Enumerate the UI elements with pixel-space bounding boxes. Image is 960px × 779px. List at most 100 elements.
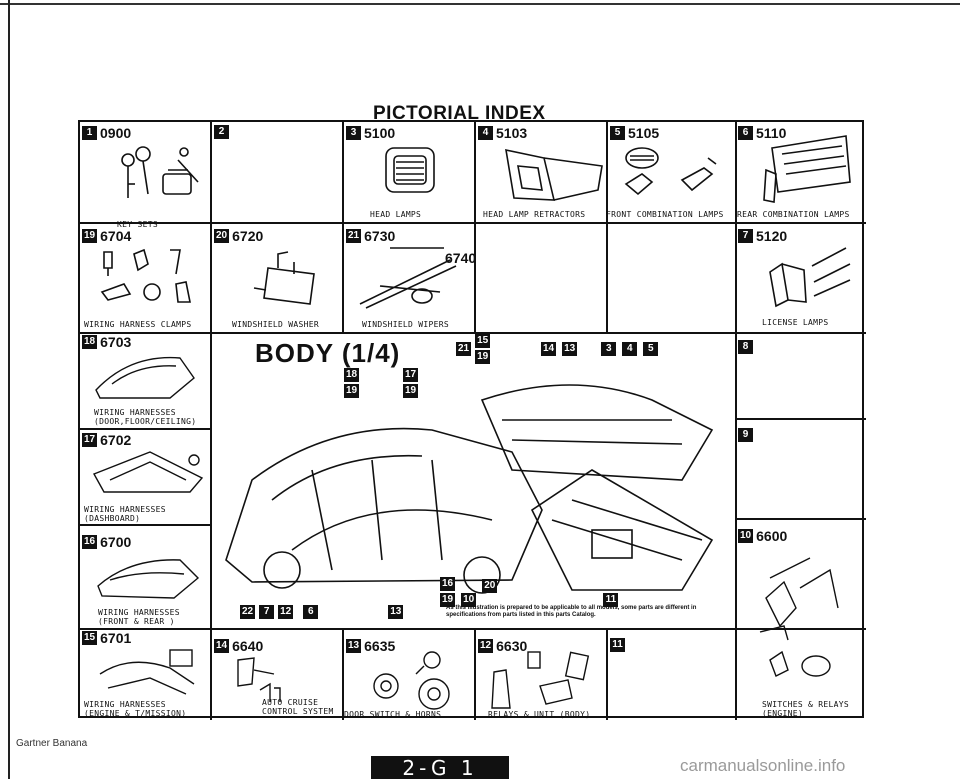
cell-title: 5 5105 — [610, 125, 659, 141]
body-badge-group-top: 21 15 19 — [456, 334, 491, 364]
cell-title: 17 6702 — [82, 432, 131, 448]
body-badge: 19 — [475, 350, 491, 364]
dashboard-harness-illustration — [90, 448, 206, 498]
cell-caption: WIRING HARNESSES (FRONT & REAR ) — [98, 608, 180, 626]
body-badge: 7 — [259, 605, 275, 619]
front-combination-lamp-illustration — [612, 140, 728, 208]
cell-badge: 11 — [610, 638, 625, 652]
body-badge: 10 — [461, 593, 477, 607]
cell-title: 16 6700 — [82, 534, 131, 550]
engine-switches-illustration — [740, 548, 856, 688]
cell-code: 6640 — [232, 638, 264, 654]
cell-title: 21 6730 — [346, 228, 395, 244]
car-body-wiring-illustration — [212, 360, 732, 605]
cell-badge: 2 — [214, 125, 229, 139]
auto-cruise-illustration — [230, 654, 340, 704]
body-badge: 14 — [541, 342, 557, 356]
grid-vline — [342, 122, 344, 334]
cell-title: 11 — [610, 638, 625, 652]
cell-code: 6740 — [445, 250, 477, 266]
cell-code: 6700 — [100, 534, 132, 550]
grid-vline — [606, 628, 608, 720]
body-badge: 4 — [622, 342, 638, 356]
cell-badge: 19 — [82, 229, 98, 243]
pictorial-index-grid — [78, 120, 866, 720]
body-badge-lower-mid: 16 19 10 20 11 — [440, 577, 619, 607]
cell-code: 6600 — [756, 528, 788, 544]
body-badge-bottom-row: 22 7 12 6 13 — [240, 605, 404, 619]
cell-title: 6 5110 — [738, 125, 786, 141]
windshield-wipers-illustration — [350, 246, 470, 316]
grid-vline — [474, 628, 476, 720]
key-sets-illustration — [108, 140, 208, 218]
cell-caption: REAR COMBINATION LAMPS — [737, 210, 850, 219]
engine-harness-illustration — [90, 644, 206, 700]
grid-hline — [80, 222, 866, 224]
cell-code: 6702 — [100, 432, 132, 448]
body-badge-stack: 16 19 — [440, 577, 456, 607]
body-badge: 18 — [344, 368, 360, 382]
front-rear-harness-illustration — [90, 550, 206, 606]
grid-vline — [210, 122, 212, 720]
cell-caption: KEY SETS — [117, 220, 158, 229]
cell-caption: WINDSHIELD WASHER — [232, 320, 319, 329]
body-title: BODY (1/4) — [255, 338, 401, 368]
cell-code: 0900 — [100, 125, 132, 141]
cell-badge: 6 — [738, 126, 753, 140]
body-badge: 21 — [456, 342, 472, 356]
cell-title: 14 6640 — [214, 638, 263, 654]
grid-hline — [80, 524, 210, 526]
cell-caption: FRONT COMBINATION LAMPS — [606, 210, 724, 219]
grid-hline — [735, 518, 866, 520]
door-floor-harness-illustration — [90, 350, 206, 406]
cell-badge: 21 — [346, 229, 362, 243]
cell-title: 15 6701 — [82, 630, 131, 646]
body-footnote: As this illustration is prepared to be a… — [446, 605, 697, 618]
cell-badge: 16 — [82, 535, 98, 549]
door-switch-horns-illustration — [360, 648, 470, 714]
watermark: carmanualsonline.info — [680, 756, 846, 775]
cell-code: 5103 — [496, 125, 528, 141]
body-badge: 13 — [562, 342, 578, 356]
windshield-washer-illustration — [234, 244, 334, 314]
body-badge-stack: 15 19 — [475, 334, 491, 364]
cell-title: 19 6704 — [82, 228, 131, 244]
grid-vline — [606, 122, 608, 334]
body-badge: 19 — [403, 384, 419, 398]
cell-caption: RELAYS & UNIT (BODY) — [488, 710, 591, 719]
cell-badge: 5 — [610, 126, 625, 140]
head-lamp-illustration — [380, 140, 440, 205]
body-badge: 5 — [643, 342, 659, 356]
head-lamp-retractor-illustration — [494, 140, 610, 208]
cell-caption: AUTO CRUISE CONTROL SYSTEM — [262, 698, 334, 716]
cell-badge: 13 — [346, 639, 362, 653]
grid-hline — [80, 428, 210, 430]
cell-badge: 3 — [346, 126, 361, 140]
body-badge: 15 — [475, 334, 491, 348]
cell-code: 5105 — [628, 125, 660, 141]
cell-code: 6630 — [496, 638, 528, 654]
cell-title: 2 — [214, 125, 229, 139]
cell-code: 6730 — [364, 228, 396, 244]
cell-badge: 8 — [738, 340, 753, 354]
cell-badge: 17 — [82, 433, 98, 447]
cell-code: 6703 — [100, 334, 132, 350]
cell-title: 9 — [738, 428, 753, 442]
cell-title: 4 5103 — [478, 125, 527, 141]
cell-title: 12 6630 — [478, 638, 527, 654]
body-badge-stack-a: 18 19 — [344, 368, 360, 398]
cell-caption: WIRING HARNESSES (DASHBOARD) — [84, 505, 166, 523]
body-badge-stack-b: 17 19 — [403, 368, 419, 398]
body-badge: 13 — [388, 605, 404, 619]
grid-vline — [342, 628, 344, 720]
grid-hline — [80, 332, 866, 334]
cell-title: 13 6635 — [346, 638, 395, 654]
cell-caption: WIRING HARNESSES (DOOR,FLOOR/CEILING) — [94, 408, 197, 426]
cell-caption: SWITCHES & RELAYS (ENGINE) — [762, 700, 849, 718]
cell-title: 7 5120 — [738, 228, 787, 244]
page-number-tab: 2-G 1 — [371, 756, 509, 779]
top-rule — [0, 3, 960, 5]
cell-code: 5100 — [364, 125, 396, 141]
cell-title: 1 0900 — [82, 125, 131, 141]
body-badge: 22 — [240, 605, 256, 619]
